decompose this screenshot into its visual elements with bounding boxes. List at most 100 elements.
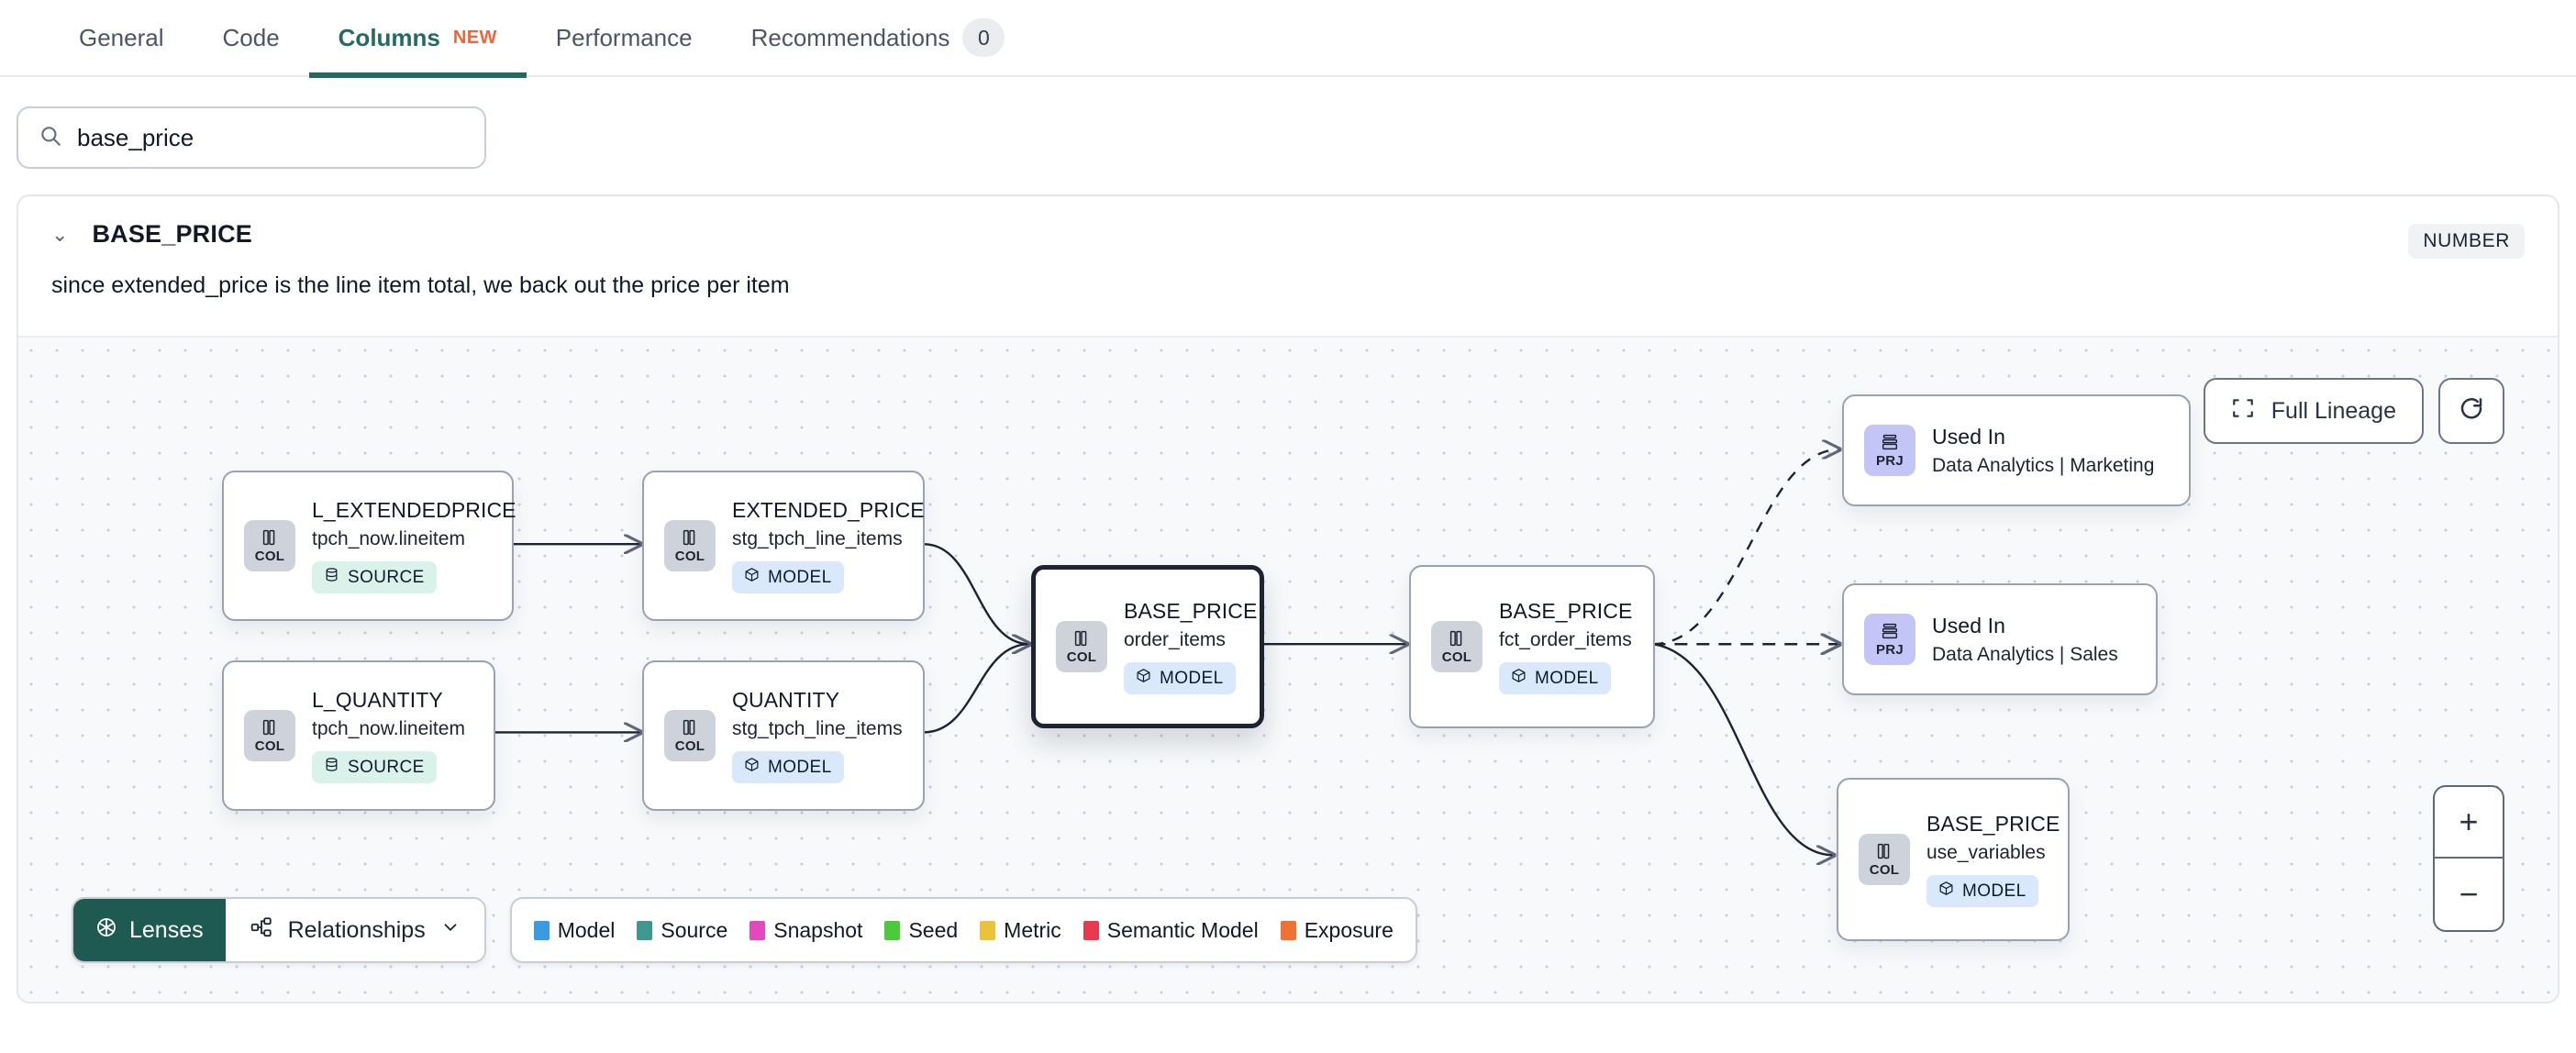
- lenses-button[interactable]: Lenses: [73, 899, 226, 961]
- full-lineage-button[interactable]: Full Lineage: [2203, 378, 2424, 444]
- chevron-down-icon[interactable]: ⌄: [51, 222, 69, 246]
- tab-performance[interactable]: Performance: [527, 0, 722, 76]
- legend-swatch: [637, 920, 653, 940]
- refresh-button[interactable]: [2438, 378, 2504, 444]
- legend-item-model: Model: [533, 917, 616, 943]
- zoom-in-button[interactable]: +: [2435, 787, 2503, 859]
- lineage-node-project-marketing[interactable]: PRJ Used In Data Analytics | Marketing: [1842, 394, 2191, 506]
- lineage-node-l-extendedprice[interactable]: COL L_EXTENDEDPRICE tpch_now.lineitem SO…: [222, 471, 516, 621]
- refresh-icon: [2458, 395, 2485, 427]
- lineage-node-base-price-order-items[interactable]: COL BASE_PRICE order_items MODEL: [1031, 565, 1264, 728]
- pill-label: MODEL: [1962, 881, 2026, 901]
- cube-icon: [1136, 668, 1151, 689]
- lineage-edges: [494, 338, 2558, 1002]
- tab-label: Performance: [555, 23, 693, 51]
- pill-label: SOURCE: [348, 567, 425, 587]
- col-type-icon: COL: [664, 520, 716, 571]
- column-header: ⌄ BASE_PRICE NUMBER: [18, 196, 2558, 259]
- legend-label: Metric: [1004, 917, 1061, 942]
- col-type-label: COL: [254, 549, 285, 564]
- node-kind-pill: MODEL: [732, 751, 844, 783]
- tab-recommendations[interactable]: Recommendations 0: [722, 0, 1035, 76]
- legend-item-exposure: Exposure: [1280, 918, 1393, 943]
- node-subtitle: Data Analytics | Marketing: [1932, 454, 2155, 476]
- node-subtitle: tpch_now.lineitem: [312, 528, 465, 549]
- col-type-icon: COL: [244, 710, 295, 761]
- tab-code[interactable]: Code: [194, 0, 309, 76]
- legend-item-snapshot: Snapshot: [749, 918, 862, 943]
- node-title: EXTENDED_PRICE: [732, 498, 925, 522]
- legend-swatch: [749, 920, 766, 940]
- node-type-legend: Model Source Snapshot Seed Metric: [509, 897, 1417, 963]
- column-glyph-icon: [1874, 841, 1894, 861]
- col-type-label: COL: [1066, 649, 1097, 665]
- column-glyph-icon: [680, 717, 700, 737]
- node-title: QUANTITY: [732, 688, 840, 712]
- lineage-node-l-quantity[interactable]: COL L_QUANTITY tpch_now.lineitem SOURCE: [222, 660, 495, 811]
- page-title: BASE_PRICE: [92, 220, 252, 248]
- column-type-badge: NUMBER: [2408, 224, 2525, 259]
- column-glyph-icon: [260, 717, 280, 737]
- tab-bar: General Code Columns NEW Performance Rec…: [0, 0, 2576, 78]
- legend-item-source: Source: [637, 918, 727, 943]
- lineage-canvas[interactable]: COL L_EXTENDEDPRICE tpch_now.lineitem SO…: [18, 336, 2558, 1002]
- col-type-icon: COL: [1056, 621, 1107, 672]
- column-description: since extended_price is the line item to…: [51, 272, 790, 298]
- node-title: Used In: [1932, 613, 2005, 637]
- tab-general[interactable]: General: [50, 0, 194, 76]
- node-title: L_QUANTITY: [312, 688, 443, 712]
- col-type-icon: COL: [664, 710, 716, 761]
- prj-type-label: PRJ: [1875, 453, 1904, 469]
- tab-new-badge: NEW: [452, 27, 497, 48]
- project-glyph-icon: [1880, 621, 1900, 641]
- lineage-node-extended-price[interactable]: COL EXTENDED_PRICE stg_tpch_line_items M…: [642, 471, 925, 621]
- legend-item-semantic-model: Semantic Model: [1083, 918, 1259, 943]
- node-subtitle: stg_tpch_line_items: [732, 528, 903, 549]
- node-kind-pill: MODEL: [1499, 662, 1611, 694]
- column-glyph-icon: [1071, 628, 1092, 648]
- col-type-label: COL: [254, 738, 285, 754]
- node-subtitle: order_items: [1124, 629, 1226, 650]
- legend-label: Model: [557, 917, 616, 942]
- legend-item-metric: Metric: [980, 918, 1061, 943]
- node-subtitle: use_variables: [1926, 842, 2046, 863]
- tab-label: General: [79, 23, 164, 51]
- graph-bottom-toolbar: Lenses Relationships: [72, 897, 1417, 963]
- legend-swatch: [1083, 920, 1099, 940]
- column-glyph-icon: [680, 527, 700, 548]
- legend-swatch: [1280, 920, 1296, 940]
- pill-label: MODEL: [1535, 668, 1599, 688]
- node-title: Used In: [1932, 424, 2005, 449]
- pill-label: MODEL: [768, 567, 832, 587]
- expand-icon: [2231, 396, 2255, 427]
- tab-columns[interactable]: Columns NEW: [308, 0, 527, 78]
- col-type-label: COL: [1869, 862, 1900, 878]
- search-input[interactable]: [77, 123, 464, 152]
- recommendations-count-badge: 0: [962, 18, 1005, 57]
- lens-group: Lenses Relationships: [72, 897, 486, 963]
- search-box[interactable]: [17, 106, 486, 169]
- relationships-icon: [250, 915, 273, 946]
- relationships-label: Relationships: [287, 916, 426, 943]
- lineage-node-project-sales[interactable]: PRJ Used In Data Analytics | Sales: [1842, 583, 2158, 695]
- prj-type-icon: PRJ: [1864, 614, 1915, 665]
- lineage-node-base-price-use-variables[interactable]: COL BASE_PRICE use_variables MODEL: [1837, 778, 2070, 941]
- legend-label: Snapshot: [773, 917, 863, 942]
- column-glyph-icon: [260, 527, 280, 548]
- chevron-down-icon: [440, 917, 461, 944]
- legend-label: Semantic Model: [1106, 917, 1259, 942]
- node-subtitle: fct_order_items: [1499, 629, 1632, 650]
- column-glyph-icon: [1447, 628, 1467, 648]
- lineage-node-base-price-fct-order-items[interactable]: COL BASE_PRICE fct_order_items MODEL: [1409, 565, 1655, 728]
- lineage-node-quantity[interactable]: COL QUANTITY stg_tpch_line_items MODEL: [642, 660, 925, 811]
- relationships-button[interactable]: Relationships: [225, 899, 484, 961]
- zoom-out-button[interactable]: −: [2459, 875, 2479, 913]
- node-title: BASE_PRICE: [1124, 599, 1258, 623]
- pill-label: SOURCE: [348, 757, 425, 777]
- col-type-icon: COL: [1859, 834, 1910, 885]
- database-icon: [324, 567, 339, 588]
- project-glyph-icon: [1880, 432, 1900, 452]
- pill-label: MODEL: [768, 757, 832, 777]
- col-type-icon: COL: [244, 520, 295, 571]
- node-title: BASE_PRICE: [1926, 812, 2060, 836]
